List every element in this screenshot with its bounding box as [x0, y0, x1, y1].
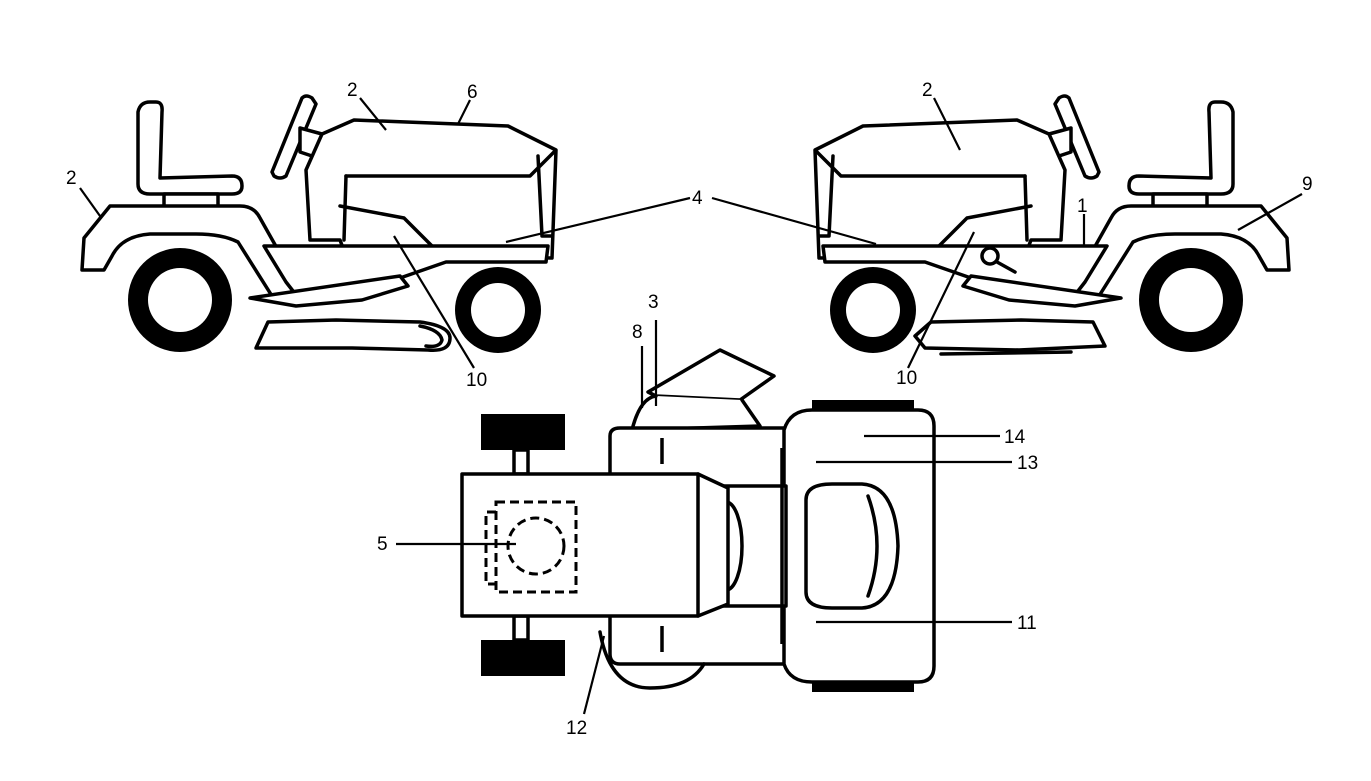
callout-left-footrest: 10: [466, 370, 487, 391]
callout-top-rear-mid: 13: [1017, 453, 1038, 474]
callout-right-frame: 1: [1077, 196, 1088, 217]
callout-left-hood-front: 6: [467, 82, 478, 103]
callout-top-deck-left: 8: [632, 322, 643, 343]
tractor-side-view-left: [80, 94, 558, 353]
callout-right-hood-top: 2: [922, 80, 933, 101]
callout-top-deck-bottom: 12: [566, 718, 587, 739]
callout-right-footrest: 10: [896, 368, 917, 389]
tractor-top-view: [460, 348, 936, 692]
callout-top-rear-bottom: 11: [1017, 613, 1037, 634]
callout-labels: 2 2 6 4 10 2 10 1 9 3 8 5 14 13 11 12: [66, 80, 1313, 739]
callout-hood-side: 4: [692, 188, 703, 209]
callout-left-hood-top: 2: [347, 80, 358, 101]
tractor-side-view-right: [813, 94, 1291, 356]
callout-left-rear-fender: 2: [66, 168, 77, 189]
callout-top-rear-top: 14: [1004, 427, 1026, 448]
leader-lines: [79, 97, 1303, 715]
callout-right-rear-fender: 9: [1302, 174, 1313, 195]
callout-top-chute: 3: [648, 292, 659, 313]
callout-top-hood: 5: [377, 534, 388, 555]
